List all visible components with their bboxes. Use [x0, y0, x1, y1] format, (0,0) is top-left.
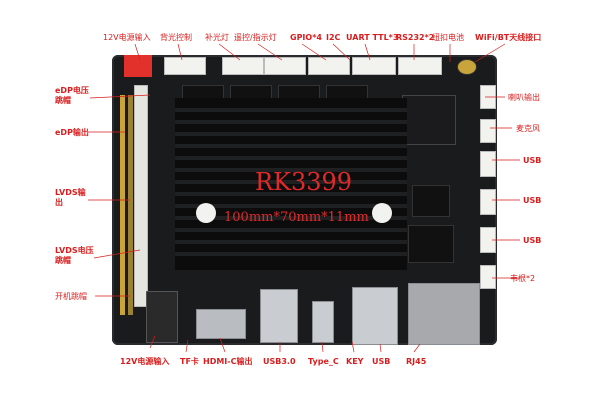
- usb3-port: [260, 289, 298, 343]
- label-wifi-bt-antenna: WiFi/BT天线接口: [475, 33, 542, 42]
- label-rs232: RS232*2: [396, 33, 435, 42]
- label-usb-bottom: USB: [372, 357, 391, 366]
- label-i2c: I2C: [326, 33, 341, 42]
- label-backlight: 背光控制: [160, 33, 192, 42]
- lvds-connector: [134, 85, 148, 307]
- power-input-connector-top: [124, 55, 152, 77]
- label-uart: UART TTL*3: [346, 33, 399, 42]
- label-type-c: Type_C: [308, 357, 339, 366]
- uart-connector: [352, 57, 396, 75]
- label-edp-output: eDP输出: [55, 128, 89, 137]
- usb-connector-2: [480, 189, 496, 215]
- fill-light-connector: [222, 57, 264, 75]
- type-c-port: [312, 301, 334, 343]
- label-gpio: GPIO*4: [290, 33, 322, 42]
- hdmi-port: [196, 309, 246, 339]
- edp-lvds-pin-strip-b: [128, 95, 133, 315]
- label-usb-right-1: USB: [523, 156, 542, 165]
- label-microphone: 麦克风: [516, 124, 540, 133]
- antenna-connector: [457, 59, 477, 75]
- label-power-on-jumper: 开机跳帽: [55, 292, 87, 301]
- rs232-connector: [398, 57, 442, 75]
- label-usb30: USB3.0: [263, 357, 296, 366]
- label-speaker-output: 喇叭输出: [508, 93, 540, 102]
- label-edp-voltage-jumper: eDP电压跳帽: [55, 86, 89, 105]
- label-usb-right-2: USB: [523, 196, 542, 205]
- chip-name: RK3399: [255, 168, 353, 196]
- label-coin-battery: 纽扣电池: [432, 33, 464, 42]
- wiegand-connector: [480, 265, 496, 289]
- mount-hole-right: [372, 203, 392, 223]
- usb-hub-chip: [412, 185, 450, 217]
- dc-jack: [146, 291, 178, 343]
- label-tf-card: TF卡: [180, 357, 199, 366]
- edp-lvds-pin-strip-a: [120, 95, 125, 315]
- label-lvds-voltage-jumper: LVDS电压跳帽: [55, 246, 94, 265]
- board-dimensions: 100mm*70mm*11mm: [224, 210, 369, 225]
- label-fill-light: 补光灯: [205, 33, 229, 42]
- rj45-port: [408, 283, 480, 345]
- remote-indicator-connector: [264, 57, 306, 75]
- usb-port-bottom: [352, 287, 398, 345]
- label-remote-indicator: 遥控/指示灯: [234, 33, 277, 42]
- label-12v-input-bottom: 12V电源输入: [120, 357, 170, 366]
- heatsink: [175, 98, 407, 270]
- gpio-connector: [308, 57, 350, 75]
- label-hdmi-output: HDMI-C输出: [203, 357, 253, 366]
- label-12v-input-top: 12V电源输入: [103, 33, 151, 42]
- label-usb-right-3: USB: [523, 236, 542, 245]
- mic-connector: [480, 119, 496, 143]
- label-wiegand: 韦根*2: [510, 274, 536, 283]
- mount-hole-left: [196, 203, 216, 223]
- label-rj45: RJ45: [406, 357, 427, 366]
- wifi-bt-module: [402, 95, 456, 145]
- label-key: KEY: [346, 357, 364, 366]
- label-lvds-output: LVDS输出: [55, 188, 86, 207]
- ethernet-chip: [408, 225, 454, 263]
- backlight-connector: [164, 57, 206, 75]
- usb-connector-1: [480, 151, 496, 177]
